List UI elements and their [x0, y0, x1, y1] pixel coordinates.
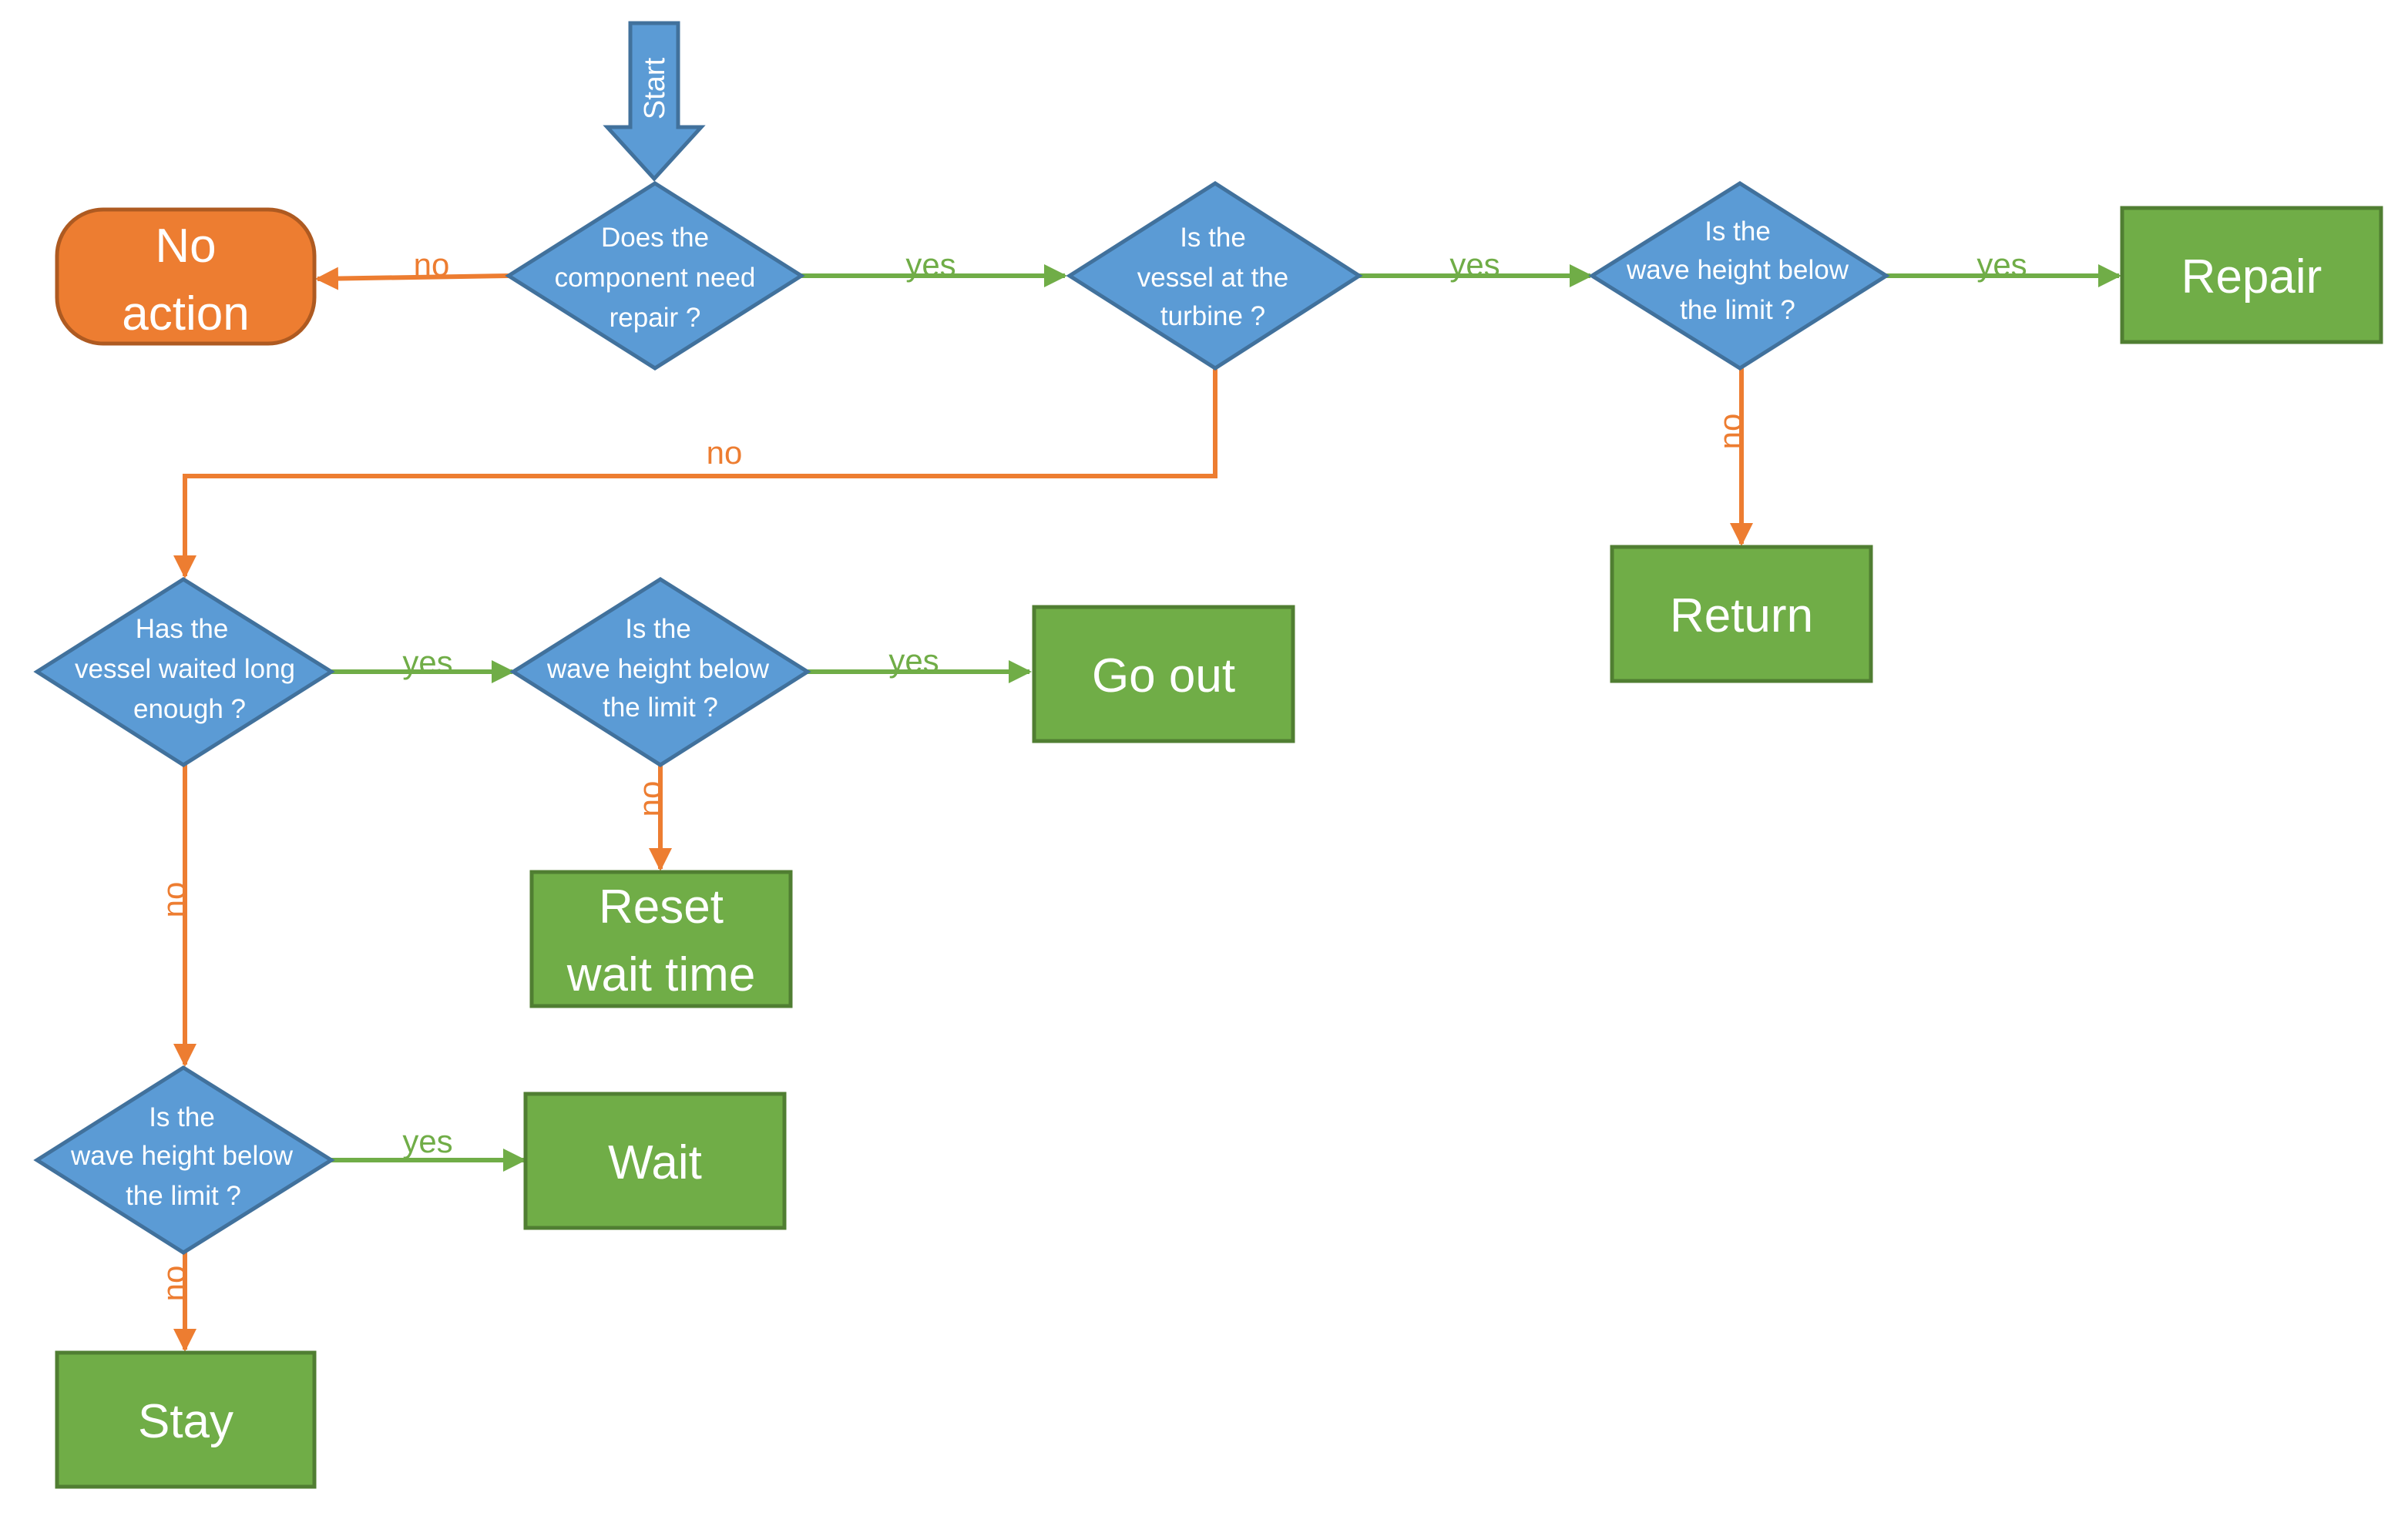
svg-text:component need: component need: [555, 263, 756, 293]
edge-q1-no: [315, 267, 509, 290]
edge-label-q4-no: no: [156, 882, 192, 918]
svg-text:the limit ?: the limit ?: [603, 693, 718, 723]
edge-label-q6-yes: yes: [402, 1123, 452, 1159]
svg-text:Wait: Wait: [608, 1136, 702, 1189]
edge-label-q1-yes: yes: [905, 247, 955, 283]
start-label: Start: [639, 57, 671, 119]
svg-text:Has the: Has the: [136, 614, 229, 644]
decision-component-need-repair: Does the component need repair ?: [505, 181, 805, 371]
decision-vessel-waited-long-enough: Has the vessel waited long enough ?: [33, 577, 335, 767]
svg-text:turbine ?: turbine ?: [1160, 301, 1265, 331]
svg-text:repair ?: repair ?: [610, 303, 701, 333]
action-wait: Wait: [523, 1092, 787, 1230]
edge-label-q5-yes: yes: [888, 642, 939, 679]
edge-label-q3-yes: yes: [1976, 247, 2027, 283]
svg-text:Does the: Does the: [601, 223, 709, 253]
decision-wave-height-below-limit-repair: Is the wave height below the limit ?: [1588, 181, 1890, 371]
svg-text:No: No: [155, 220, 216, 273]
action-repair: Repair: [2120, 206, 2383, 344]
svg-text:vessel waited long: vessel waited long: [75, 654, 295, 684]
svg-text:the limit ?: the limit ?: [1680, 295, 1795, 325]
edge-label-q4-yes: yes: [402, 644, 452, 680]
svg-text:action: action: [122, 287, 249, 340]
action-stay: Stay: [55, 1350, 317, 1489]
terminal-no-action: No action: [55, 207, 317, 346]
svg-text:Return: Return: [1670, 589, 1813, 642]
svg-text:wait time: wait time: [566, 948, 756, 1001]
svg-text:wave height below: wave height below: [70, 1141, 294, 1171]
edge-q2-no: [173, 368, 1217, 579]
decision-vessel-at-turbine: Is the vessel at the turbine ?: [1066, 181, 1363, 371]
decision-wave-height-below-limit-go-out: Is the wave height below the limit ?: [509, 577, 811, 767]
edge-label-q5-no: no: [632, 781, 668, 817]
svg-text:vessel at the: vessel at the: [1137, 263, 1289, 293]
action-go-out: Go out: [1032, 605, 1295, 743]
svg-text:Is the: Is the: [1704, 216, 1771, 247]
svg-text:Repair: Repair: [2181, 250, 2322, 304]
svg-text:Is the: Is the: [1180, 223, 1246, 253]
svg-text:the limit ?: the limit ?: [126, 1181, 241, 1211]
svg-text:Is the: Is the: [625, 614, 691, 644]
svg-text:Go out: Go out: [1092, 649, 1235, 703]
svg-text:enough ?: enough ?: [133, 694, 246, 724]
edge-label-q3-no: no: [1712, 414, 1748, 450]
svg-text:Reset: Reset: [599, 880, 724, 934]
svg-text:Is the: Is the: [149, 1102, 215, 1132]
edge-label-q2-no: no: [707, 434, 743, 471]
decision-wave-height-below-limit-wait: Is the wave height below the limit ?: [33, 1065, 335, 1255]
edge-label-q2-yes: yes: [1449, 247, 1500, 283]
svg-text:wave height below: wave height below: [546, 654, 770, 684]
edge-label-q6-no: no: [156, 1266, 192, 1302]
action-return: Return: [1610, 545, 1873, 683]
action-reset-wait-time: Reset wait time: [529, 870, 793, 1008]
svg-text:Stay: Stay: [138, 1395, 233, 1448]
edge-label-q1-no: no: [414, 247, 450, 283]
svg-text:wave height below: wave height below: [1626, 255, 1849, 285]
start-arrow: Start: [603, 21, 706, 182]
